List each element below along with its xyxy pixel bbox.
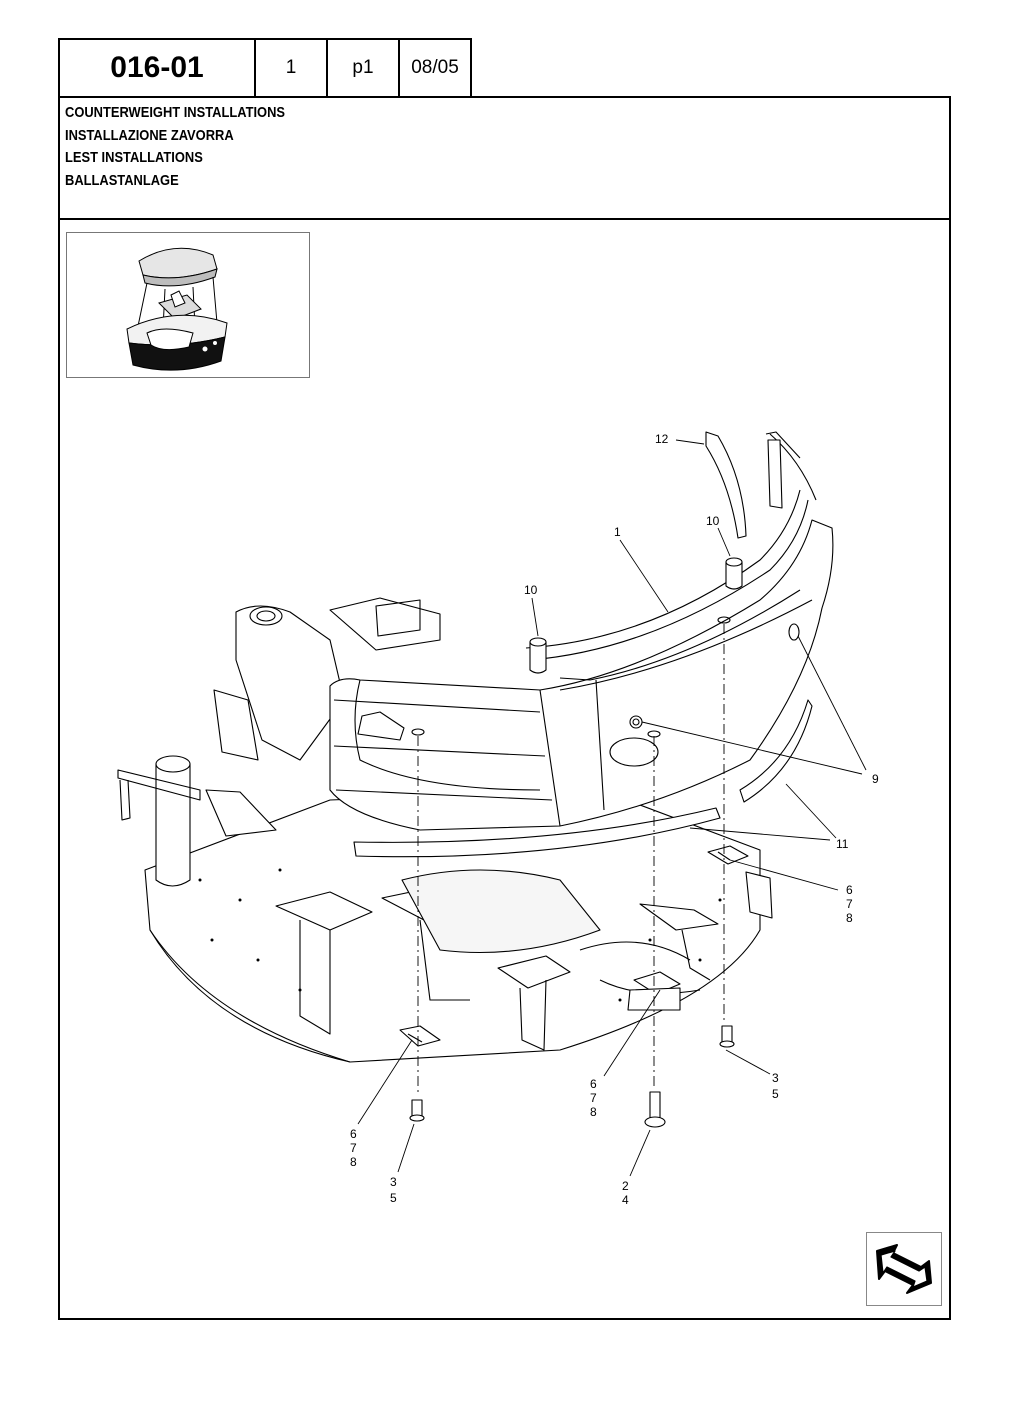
drawing-frame — [58, 218, 951, 1320]
callout-3-left: 3 — [390, 1175, 397, 1189]
machine-overview-icon — [126, 247, 228, 371]
callout-4: 4 — [622, 1193, 629, 1207]
callout-6-middle: 6 — [590, 1077, 597, 1091]
callout-7-middle: 7 — [590, 1091, 597, 1105]
next-page-arrow-icon — [876, 1244, 932, 1294]
stud-left — [529, 642, 547, 674]
callout-7-right: 7 — [846, 897, 853, 911]
callout-12: 12 — [655, 432, 669, 446]
rubber-strip-side — [739, 699, 813, 803]
callout-5-right: 5 — [772, 1087, 779, 1101]
eye-bolt-hole-2 — [788, 623, 800, 641]
callout-2: 2 — [622, 1179, 629, 1193]
callout-6-left: 6 — [350, 1127, 357, 1141]
callout-7-left: 7 — [350, 1141, 357, 1155]
callout-8-left: 8 — [350, 1155, 357, 1169]
counterweight-body — [329, 519, 834, 831]
bolt-left — [409, 1099, 425, 1122]
callout-10-right: 10 — [706, 514, 720, 528]
callout-3-right: 3 — [772, 1071, 779, 1085]
mount-block-right — [707, 845, 749, 865]
callout-11: 11 — [836, 837, 849, 851]
title-english: COUNTERWEIGHT INSTALLATIONS — [65, 104, 286, 121]
callout-8-right: 8 — [846, 911, 853, 925]
callout-5-left: 5 — [390, 1191, 397, 1205]
stud-right — [725, 562, 743, 590]
next-page-button[interactable] — [866, 1232, 942, 1306]
callout-8-middle: 8 — [590, 1105, 597, 1119]
boom-pivot-bracket — [235, 605, 345, 761]
title-list: COUNTERWEIGHT INSTALLATIONS INSTALLAZION… — [65, 102, 285, 192]
title-german: BALLASTANLAGE — [65, 171, 179, 189]
callout-10-left: 10 — [524, 583, 538, 597]
swing-post — [155, 764, 191, 887]
bolt-long — [644, 1091, 666, 1128]
rubber-strip-front — [353, 807, 721, 858]
bolt-right — [719, 1025, 735, 1048]
machine-overview-thumbnail — [66, 232, 310, 378]
callout-6-right: 6 — [846, 883, 853, 897]
callout-9: 9 — [872, 772, 879, 786]
title-french: LEST INSTALLATIONS — [65, 149, 203, 166]
title-italian: INSTALLAZIONE ZAVORRA — [65, 126, 234, 144]
callout-1: 1 — [614, 525, 621, 539]
wedge-plate — [705, 431, 747, 539]
